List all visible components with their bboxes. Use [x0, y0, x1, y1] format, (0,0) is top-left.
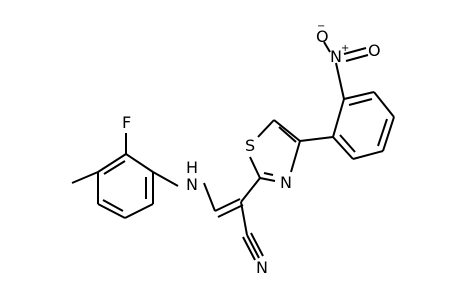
nitrile-bond-2	[242, 236, 256, 261]
c-cn-bond	[240, 201, 248, 236]
nitro-nitrogen-charge: +	[341, 43, 349, 54]
c-thiazole-bond	[240, 177, 261, 203]
fluorine-label: F	[122, 113, 131, 132]
nitrophenyl-ring	[332, 91, 395, 160]
c-n-amine-bond	[152, 171, 179, 187]
nitro-oxygen-charge: −	[317, 21, 325, 32]
nitro-nitrogen-label: N	[330, 47, 342, 66]
fluoro-methyl-phenyl-ring	[97, 153, 154, 219]
thiazole-ring	[249, 119, 301, 182]
vinyl-double-bond-inner	[217, 204, 244, 218]
thiazole-nitrogen-label: N	[280, 173, 292, 192]
nitrile-bond-3	[250, 232, 264, 257]
amine-h-label: H	[186, 158, 198, 177]
methyl-bond	[71, 171, 99, 184]
n-o-minus-bond	[323, 41, 331, 53]
amine-n-label: N	[186, 175, 198, 194]
n-o-double-bond-2	[345, 54, 369, 62]
nitrile-bond-1	[246, 234, 260, 259]
n-o-double-bond-1	[343, 47, 367, 55]
thiazole-phenyl-bond	[299, 136, 334, 142]
n-vinyl-bond	[203, 182, 216, 212]
thiazole-sulfur-label: S	[245, 136, 255, 155]
nitro-oxygen-minus-label: O	[316, 27, 329, 46]
nitro-oxygen-label: O	[368, 41, 381, 60]
nitrile-nitrogen-label: N	[256, 258, 268, 277]
vinyl-double-bond-outer	[214, 198, 241, 212]
c-nitro-bond	[335, 62, 345, 100]
